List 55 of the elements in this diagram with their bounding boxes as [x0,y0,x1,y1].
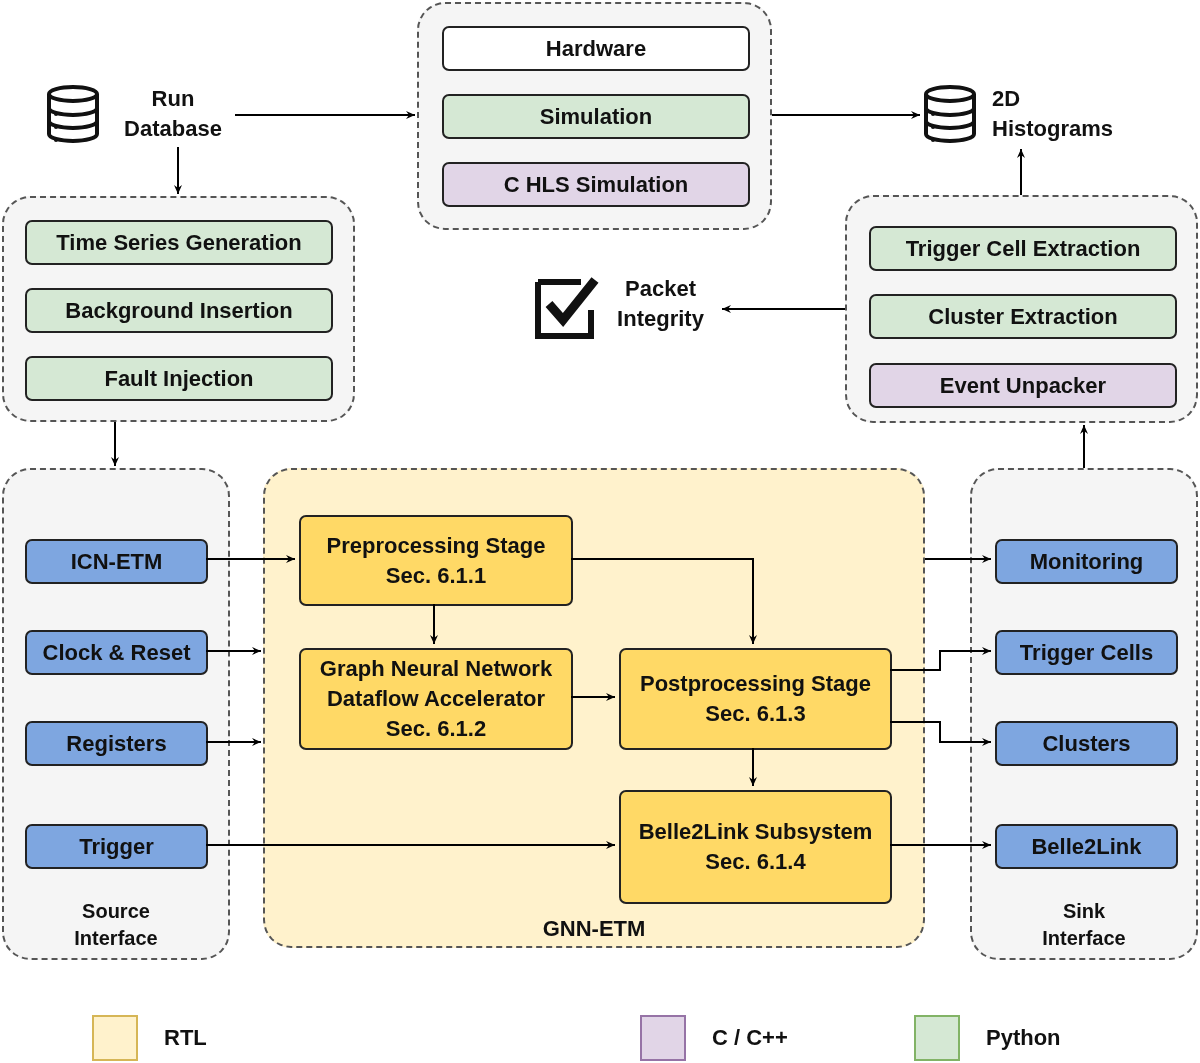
group-label: Source Interface [73,899,159,951]
process-box: ICN-ETM [25,539,208,584]
arrow [570,558,757,645]
process-box: Background Insertion [25,288,333,333]
process-box: Postprocessing Stage Sec. 6.1.3 [619,648,892,750]
arrow [889,721,992,746]
process-box: Clock & Reset [25,630,208,675]
group-container [2,468,230,960]
process-box: Trigger Cell Extraction [869,226,1177,271]
process-box: Registers [25,721,208,766]
legend-label: Python [986,1024,1061,1052]
node-label: 2D Histograms [992,85,1115,143]
process-box: Clusters [995,721,1178,766]
group-label: Sink Interface [1041,899,1127,951]
process-box: Cluster Extraction [869,294,1177,339]
arrow [1017,148,1025,196]
arrow [205,555,296,563]
group-container [845,195,1198,423]
process-box: Belle2Link [995,824,1178,869]
process-box: Event Unpacker [869,363,1177,408]
arrow [205,647,262,655]
arrow [234,111,416,119]
arrow [889,647,992,671]
process-box: C HLS Simulation [442,162,750,207]
node-label: Packet Integrity [616,275,705,333]
legend-label: C / C++ [712,1024,788,1052]
process-box: Preprocessing Stage Sec. 6.1.1 [299,515,573,606]
node-label: Run Database [123,85,223,143]
process-box: Graph Neural Network Dataflow Accelerator Sec. 6.1.2 [299,648,573,750]
group-container [2,196,355,422]
group-label: GNN-ETM [541,915,647,942]
arrow [205,738,262,746]
arrow [174,146,182,195]
arrow [111,421,119,467]
group-container [417,2,772,230]
arrow [205,841,616,849]
arrow [771,111,921,119]
process-box: Simulation [442,94,750,139]
arrow [889,841,992,849]
process-box: Time Series Generation [25,220,333,265]
arrow [924,555,992,563]
arrow [570,693,616,701]
process-box: Trigger [25,824,208,869]
process-box: Trigger Cells [995,630,1178,675]
arrow [1080,424,1088,469]
process-box: Monitoring [995,539,1178,584]
process-box: Fault Injection [25,356,333,401]
arrow [749,747,757,787]
module-container [263,468,925,948]
group-container [970,468,1198,960]
process-box: Hardware [442,26,750,71]
arrow [721,305,846,313]
legend-label: RTL [164,1024,207,1052]
process-box: Belle2Link Subsystem Sec. 6.1.4 [619,790,892,904]
arrow [430,603,438,645]
